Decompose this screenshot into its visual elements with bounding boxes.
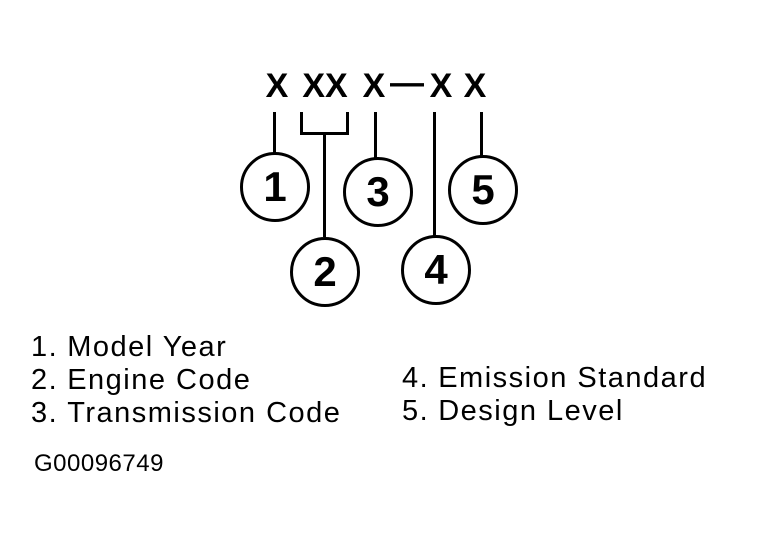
legend-item-engine-code: 2.Engine Code: [31, 366, 251, 395]
callout-circle-3: 3: [343, 157, 413, 227]
callout-number-1: 1: [263, 163, 287, 210]
code-segment-emission-standard: X: [429, 67, 453, 105]
code-segment-engine-code: XX: [302, 67, 348, 105]
callout-number-2: 2: [313, 248, 337, 295]
legend-item-model-year: 1.Model Year: [31, 333, 227, 362]
connector-line-5: [480, 112, 483, 156]
legend-number: 1.: [31, 331, 59, 363]
callout-circle-2: 2: [290, 237, 360, 307]
legend-item-transmission-code: 3.Transmission Code: [31, 399, 341, 428]
callout-circle-1: 1: [240, 152, 310, 222]
legend-label: Emission Standard: [438, 362, 708, 394]
callout-circle-4: 4: [401, 235, 471, 305]
code-segment-transmission-code: X: [362, 67, 386, 105]
legend-label: Transmission Code: [67, 397, 342, 429]
legend-number: 3.: [31, 397, 59, 429]
code-separator-dash: —: [390, 64, 424, 102]
connector-line-2: [323, 132, 326, 237]
callout-circle-5: 5: [448, 155, 518, 225]
legend-item-design-level: 5.Design Level: [402, 397, 624, 426]
legend-label: Engine Code: [67, 364, 252, 396]
legend-label: Design Level: [438, 395, 624, 427]
figure-id: G00096749: [34, 450, 164, 477]
connector-line-1: [273, 112, 276, 153]
connector-line-3: [374, 112, 377, 158]
legend-item-emission-standard: 4.Emission Standard: [402, 364, 707, 393]
legend-number: 4.: [402, 362, 430, 394]
connector-line-4: [433, 112, 436, 236]
connector-bracket-left: [300, 112, 303, 135]
callout-number-3: 3: [366, 168, 390, 215]
legend-number: 2.: [31, 364, 59, 396]
legend-number: 5.: [402, 395, 430, 427]
callout-number-5: 5: [471, 166, 495, 213]
code-segment-design-level: X: [463, 67, 487, 105]
legend-label: Model Year: [67, 331, 228, 363]
connector-bracket-right: [346, 112, 349, 135]
callout-number-4: 4: [424, 246, 448, 293]
code-segment-model-year: X: [265, 67, 289, 105]
